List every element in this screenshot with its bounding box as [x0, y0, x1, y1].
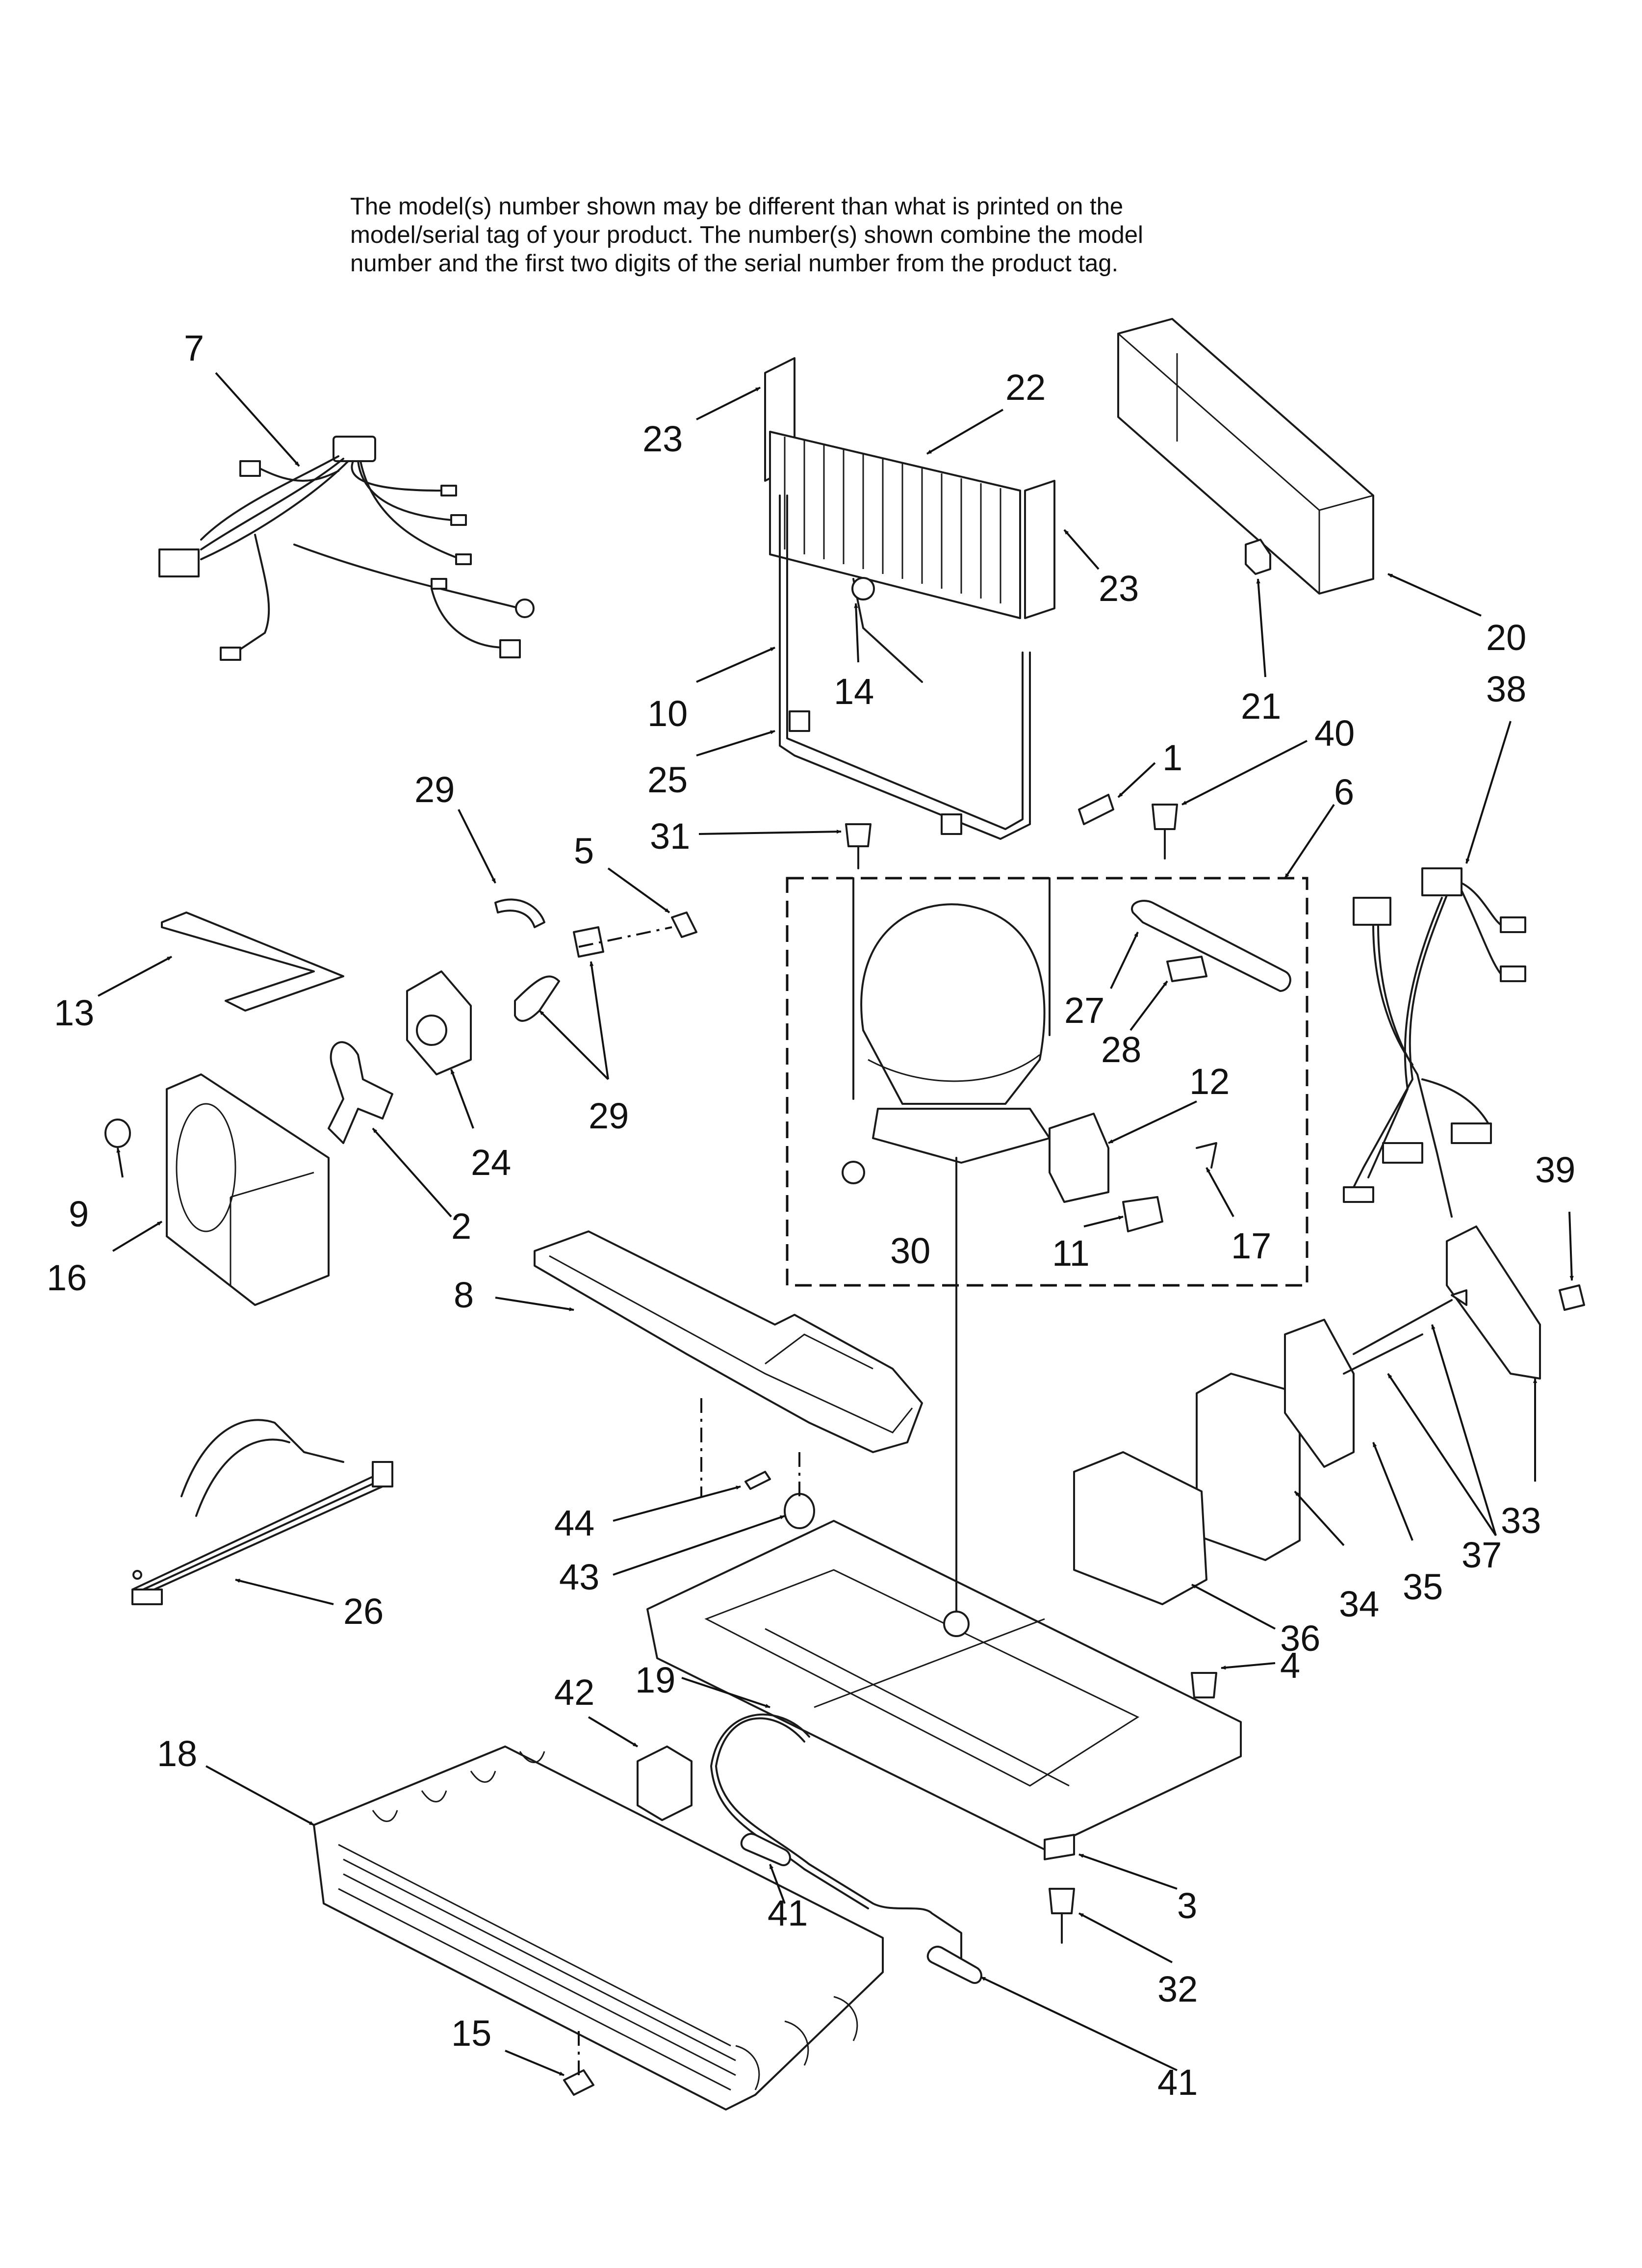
callout-18: 18: [157, 1733, 197, 1774]
callout-25: 25: [647, 759, 688, 800]
note-line: The model(s) number shown may be differe…: [350, 193, 1124, 220]
callout-4: 4: [1280, 1645, 1300, 1686]
filter-drier-part: [1131, 900, 1291, 992]
callout-7: 7: [184, 328, 204, 368]
callout-20: 20: [1486, 617, 1526, 658]
callout-29-bottom: 29: [589, 1095, 629, 1136]
callout-41-top: 41: [768, 1893, 808, 1933]
callout-2: 2: [451, 1206, 471, 1247]
base-pan-part: [646, 1157, 1242, 1860]
damper-part: [700, 1398, 815, 1529]
note-line: number and the first two digits of the s…: [350, 250, 1119, 277]
callout-36: 36: [1280, 1618, 1320, 1659]
callout-17: 17: [1231, 1225, 1271, 1266]
condenser-part: [313, 1746, 884, 2111]
callout-9: 9: [69, 1194, 89, 1234]
callout-1: 1: [1162, 737, 1182, 778]
callout-41-bottom: 41: [1157, 2062, 1198, 2103]
callout-33: 33: [1501, 1500, 1541, 1541]
callout-8: 8: [454, 1275, 474, 1315]
screws-part: [845, 794, 1178, 869]
callout-labels: 7 23 22 23 20 38 21 10 14 25 1 40 6 29 3…: [47, 328, 1575, 2103]
evaporator-part: [764, 357, 1055, 840]
screw-32-part: [1049, 1888, 1075, 1944]
fan-motor-part: [328, 970, 472, 1144]
callout-31: 31: [650, 816, 690, 857]
callout-15: 15: [451, 2013, 491, 2054]
callout-42: 42: [554, 1672, 594, 1713]
foam-block-part: [637, 1746, 693, 1821]
callout-23-right: 23: [1099, 568, 1139, 609]
callout-21: 21: [1241, 686, 1281, 727]
callout-16: 16: [47, 1257, 87, 1298]
wire-harness-part: [158, 436, 535, 661]
leader-lines: [98, 372, 1574, 2076]
callout-19: 19: [635, 1660, 675, 1700]
callout-43: 43: [559, 1557, 599, 1597]
callout-30: 30: [890, 1230, 930, 1271]
callout-3: 3: [1177, 1885, 1197, 1926]
callout-11: 11: [1052, 1233, 1090, 1274]
callout-32: 32: [1157, 1969, 1198, 2009]
callout-10: 10: [647, 693, 688, 734]
callout-5: 5: [574, 831, 594, 871]
callout-40: 40: [1314, 713, 1355, 754]
callout-6: 6: [1334, 772, 1354, 812]
clip-part: [563, 2031, 594, 2096]
callout-38: 38: [1486, 669, 1526, 709]
callout-37: 37: [1462, 1535, 1502, 1575]
callout-27: 27: [1064, 990, 1104, 1031]
callout-39: 39: [1535, 1149, 1575, 1190]
callout-23-left: 23: [642, 418, 683, 459]
control-box-part: [1073, 1225, 1585, 1605]
callout-34: 34: [1339, 1584, 1379, 1624]
grommet-part: [104, 1119, 131, 1148]
callout-26: 26: [343, 1591, 384, 1632]
callout-12: 12: [1189, 1061, 1230, 1102]
sensor-harness-part: [131, 1419, 393, 1605]
relay-part: [1049, 1113, 1217, 1232]
callout-28: 28: [1101, 1029, 1141, 1070]
drain-pan-part: [534, 1230, 923, 1453]
tube-part: [710, 1713, 982, 1984]
callout-35: 35: [1403, 1566, 1443, 1607]
main-harness-part: [1343, 867, 1526, 1218]
callout-44: 44: [554, 1503, 594, 1543]
tube-clips-part: [494, 898, 697, 1022]
callout-29-top: 29: [414, 769, 455, 810]
cover-part: [1117, 318, 1374, 595]
callout-22: 22: [1005, 367, 1046, 408]
compressor-part: [842, 877, 1051, 1184]
compressor-group-box: [786, 877, 1308, 1287]
callout-14: 14: [834, 671, 874, 712]
fan-shroud-part: [166, 1073, 330, 1306]
callout-13: 13: [54, 992, 94, 1033]
gasket-part: [161, 912, 344, 1012]
note-line: model/serial tag of your product. The nu…: [350, 222, 1143, 248]
disclaimer-note: The model(s) number shown may be differe…: [350, 192, 1380, 278]
callout-24: 24: [471, 1142, 511, 1183]
